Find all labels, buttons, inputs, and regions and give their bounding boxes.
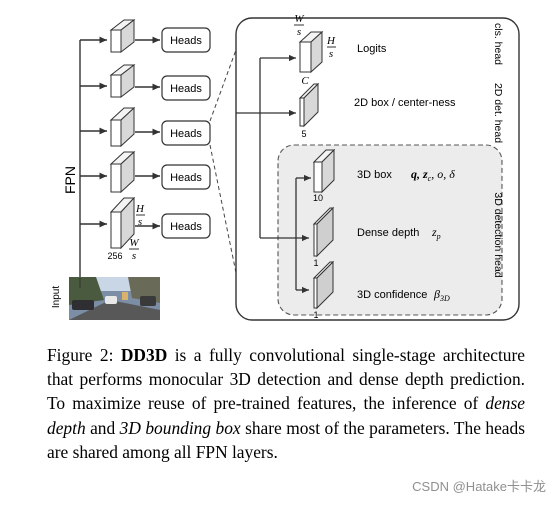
heads-box-1: Heads (161, 27, 211, 53)
dd3d-architecture-diagram: FPN H s W s 256 (51, 13, 520, 321)
svg-text:Heads: Heads (170, 172, 202, 184)
svg-text:s: s (138, 216, 142, 228)
box3d-block (312, 148, 336, 194)
fpn-channel-label: 256 (107, 251, 122, 261)
det3d-head-label: 3D detection head (492, 192, 504, 277)
watermark: CSDN @Hatake卡卡龙 (412, 479, 546, 494)
svg-text:Heads: Heads (170, 128, 202, 140)
box2d-label: 2D box / center-ness (354, 97, 456, 109)
fpn-label: FPN (62, 166, 78, 194)
dense-depth-channels: 1 (313, 258, 318, 268)
svg-text:W: W (129, 237, 139, 249)
fpn-dim-labels: H s W s (129, 203, 145, 262)
cls-head-label: cls. head (492, 23, 504, 65)
box2d-block (298, 82, 320, 128)
dense-depth-block (312, 206, 335, 258)
heads-box-2: Heads (161, 75, 211, 101)
caption-italic-2: 3D bounding box (119, 417, 241, 438)
confidence-label: 3D confidence (357, 289, 427, 301)
caption-part-3: share most of the parameters. The heads … (47, 417, 525, 462)
svg-text:Heads: Heads (170, 221, 202, 233)
block-to-heads-arrows (135, 36, 160, 230)
caption-prefix: Figure 2: (47, 345, 114, 365)
svg-text:Heads: Heads (170, 35, 202, 47)
fpn-block-3 (109, 106, 136, 148)
caption-part-2: and (85, 417, 120, 438)
caption-model-name: DD3D (120, 345, 168, 365)
input-image (69, 277, 160, 320)
input-label: Input (51, 286, 62, 308)
confidence-channels: 1 (313, 310, 318, 320)
svg-text:H: H (135, 203, 145, 215)
head-routing (236, 54, 311, 294)
logits-label: Logits (357, 43, 387, 55)
fpn-block-5 (109, 196, 136, 250)
fpn-trunk (79, 36, 107, 286)
det3d-head-panel (277, 144, 503, 316)
svg-text:s: s (132, 250, 136, 262)
box3d-channels: 10 (313, 193, 323, 203)
confidence-block (312, 260, 335, 310)
svg-text:Heads: Heads (170, 83, 202, 95)
confidence-math: β3D (433, 287, 450, 303)
dense-depth-math: zp (431, 225, 441, 241)
caption-part-1: is a fully convolutional single-stage ar… (47, 345, 525, 414)
heads-box-4: Heads (161, 164, 211, 190)
det2d-head-label: 2D det. head (492, 83, 504, 143)
svg-text:W: W (294, 13, 304, 25)
fpn-block-2 (109, 63, 136, 99)
heads-box-5: Heads (161, 213, 211, 239)
svg-text:C: C (301, 75, 309, 87)
logits-block (298, 30, 324, 74)
fpn-block-1 (109, 18, 136, 54)
figure-caption: Figure 2: DD3D is a fully convolutional … (47, 343, 525, 464)
box3d-math: q, zc, o, δ (411, 167, 455, 183)
fpn-block-4 (109, 150, 136, 194)
svg-text:H: H (326, 35, 336, 47)
svg-text:s: s (297, 26, 301, 38)
caption-italic-1: dense depth (47, 393, 525, 438)
box3d-label: 3D box (357, 169, 392, 181)
box2d-channels: 5 (301, 129, 306, 139)
svg-text:s: s (329, 48, 333, 60)
logits-dim-labels: W s H s C (294, 13, 336, 87)
dense-depth-label: Dense depth (357, 227, 419, 239)
heads-box-3: Heads (161, 120, 211, 146)
